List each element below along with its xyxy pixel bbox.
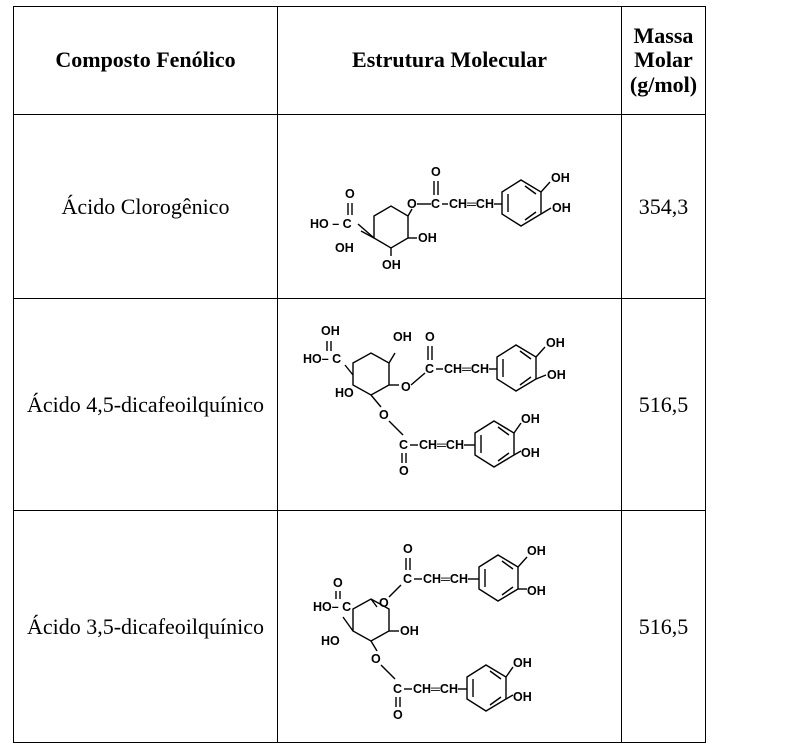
structure-cell: O C CH═CH O OH OH: [277, 510, 622, 743]
oh-label: OH: [552, 201, 571, 215]
oh-label: OH: [521, 412, 540, 426]
oh-label: OH: [547, 368, 566, 382]
ch-ch-label: CH═CH: [423, 572, 468, 586]
header-structure: Estrutura Molecular: [277, 6, 622, 115]
o-label: O: [399, 464, 409, 478]
oh-label: OH: [513, 656, 532, 670]
oh-label: OH: [513, 690, 532, 704]
chlorogenic-acid-structure: OH OH O C O CH═CH OH OH: [310, 165, 571, 272]
oh-label: OH: [551, 171, 570, 185]
ch-ch-label: CH═CH: [413, 682, 458, 696]
o-label: O: [333, 576, 343, 590]
c-label: C: [431, 197, 440, 211]
header-compound: Composto Fenólico: [13, 6, 278, 115]
ho-c-label: HO– C: [303, 352, 341, 366]
oh-label: OH: [321, 324, 340, 338]
oh-label: OH: [527, 544, 546, 558]
oh-label: OH: [418, 231, 437, 245]
molar-mass: 354,3: [621, 114, 706, 299]
ho-c-label: HO – C: [310, 217, 352, 231]
c-label: C: [425, 362, 434, 376]
ch-ch-label: CH═CH: [449, 197, 494, 211]
o-label: O: [371, 652, 381, 666]
oh-label: OH: [546, 336, 565, 350]
o-label: O: [379, 408, 389, 422]
header-row: Composto Fenólico Estrutura Molecular Ma…: [13, 6, 706, 115]
table-row: Ácido 4,5-dicafeoilquínico OH HO– C HO O…: [13, 298, 706, 511]
oh-label: OH: [393, 330, 412, 344]
molar-mass: 516,5: [621, 510, 706, 743]
ch-ch-label: CH═CH: [444, 362, 489, 376]
ho-label: HO: [335, 386, 354, 400]
o-label: O: [425, 330, 435, 344]
c-label: C: [393, 682, 402, 696]
oh-label: OH: [521, 446, 540, 460]
o-label: O: [403, 542, 413, 556]
o-label: O: [379, 596, 389, 610]
structure-cell: OH HO– C HO OH O C O CH═CH: [277, 298, 622, 511]
phenolic-compounds-table: Composto Fenólico Estrutura Molecular Ma…: [13, 6, 706, 743]
dicaffeoylquinic-4-5-structure: OH HO– C HO OH O C O CH═CH: [303, 324, 566, 478]
o-label: O: [345, 187, 355, 201]
oh-label: OH: [400, 624, 419, 638]
o-label: O: [407, 197, 417, 211]
compound-name: Ácido Clorogênico: [13, 114, 278, 299]
c-label: C: [399, 438, 408, 452]
ho-c-label: HO– C: [313, 600, 351, 614]
table-row: Ácido Clorogênico OH OH O C O: [13, 114, 706, 299]
o-label: O: [401, 380, 411, 394]
compound-name: Ácido 3,5-dicafeoilquínico: [13, 510, 278, 743]
header-molar-mass: Massa Molar (g/mol): [621, 6, 706, 115]
o-label: O: [393, 708, 403, 722]
dicaffeoylquinic-3-5-structure: O C CH═CH O OH OH: [313, 542, 546, 722]
structure-cell: OH OH O C O CH═CH OH OH: [277, 114, 622, 299]
oh-label: OH: [382, 258, 401, 272]
compound-name: Ácido 4,5-dicafeoilquínico: [13, 298, 278, 511]
oh-label: OH: [335, 241, 354, 255]
ho-label: HO: [321, 634, 340, 648]
molar-mass: 516,5: [621, 298, 706, 511]
oh-label: OH: [527, 584, 546, 598]
c-label: C: [403, 572, 412, 586]
ch-ch-label: CH═CH: [419, 438, 464, 452]
table-row: Ácido 3,5-dicafeoilquínico O C CH═CH O O: [13, 510, 706, 743]
o-label: O: [431, 165, 441, 179]
